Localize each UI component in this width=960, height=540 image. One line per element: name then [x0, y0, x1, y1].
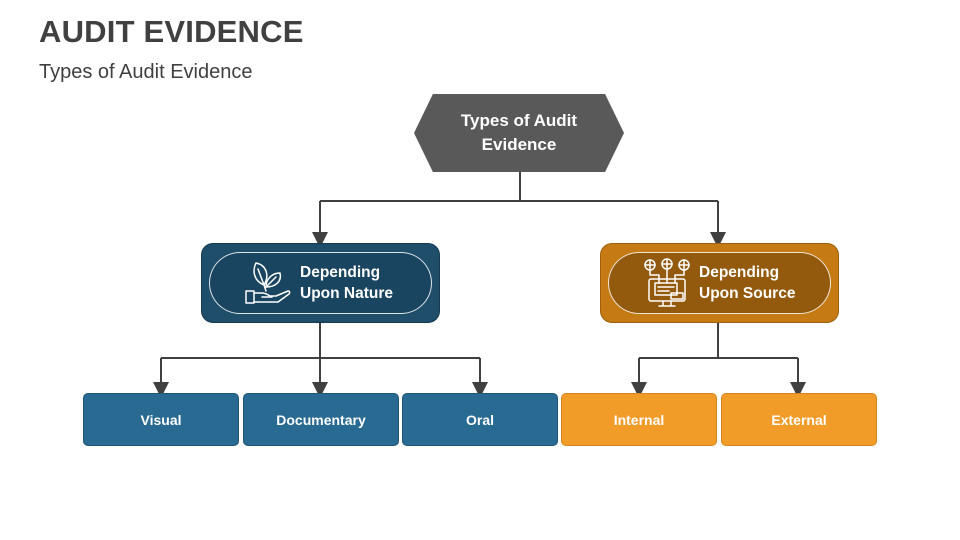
- leaf-node-documentary: Documentary: [243, 393, 399, 446]
- leaf-node-oral: Oral: [402, 393, 558, 446]
- root-node: Types of Audit Evidence: [414, 94, 624, 172]
- network-computer-icon: [644, 258, 690, 307]
- page-title: AUDIT EVIDENCE: [39, 14, 304, 49]
- leaf-node-internal: Internal: [561, 393, 717, 446]
- leaf-node-external: External: [721, 393, 877, 446]
- page-subtitle: Types of Audit Evidence: [39, 61, 253, 83]
- leaf-node-visual: Visual: [83, 393, 239, 446]
- plant-in-hand-icon: [245, 262, 291, 304]
- root-node-label: Types of Audit Evidence: [460, 111, 578, 154]
